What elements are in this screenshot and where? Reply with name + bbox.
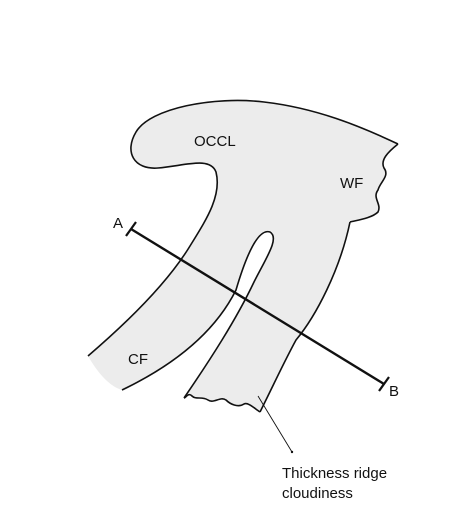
ridge-ragged-edge (183, 393, 261, 413)
annotation-leader-dot (290, 450, 294, 454)
eastern-band-edge (259, 221, 351, 413)
label-point-a: A (113, 215, 123, 232)
inner-gap-outline (121, 231, 275, 399)
cross-section-line (130, 227, 385, 386)
label-cold-front: CF (128, 351, 148, 368)
label-point-b: B (389, 383, 399, 400)
annotation-leader-line (257, 395, 293, 453)
cloud-band-shape (88, 100, 398, 412)
annotation-text-line1: Thickness ridge (282, 465, 387, 482)
label-warm-front: WF (340, 175, 363, 192)
cross-section-end-b (378, 376, 390, 392)
occlusion-outline (87, 99, 399, 357)
label-occlusion: OCCL (194, 133, 236, 150)
cross-section-end-a (125, 221, 137, 237)
annotation-text-line2: cloudiness (282, 485, 353, 502)
warm-front-wavy-edge (349, 143, 399, 223)
